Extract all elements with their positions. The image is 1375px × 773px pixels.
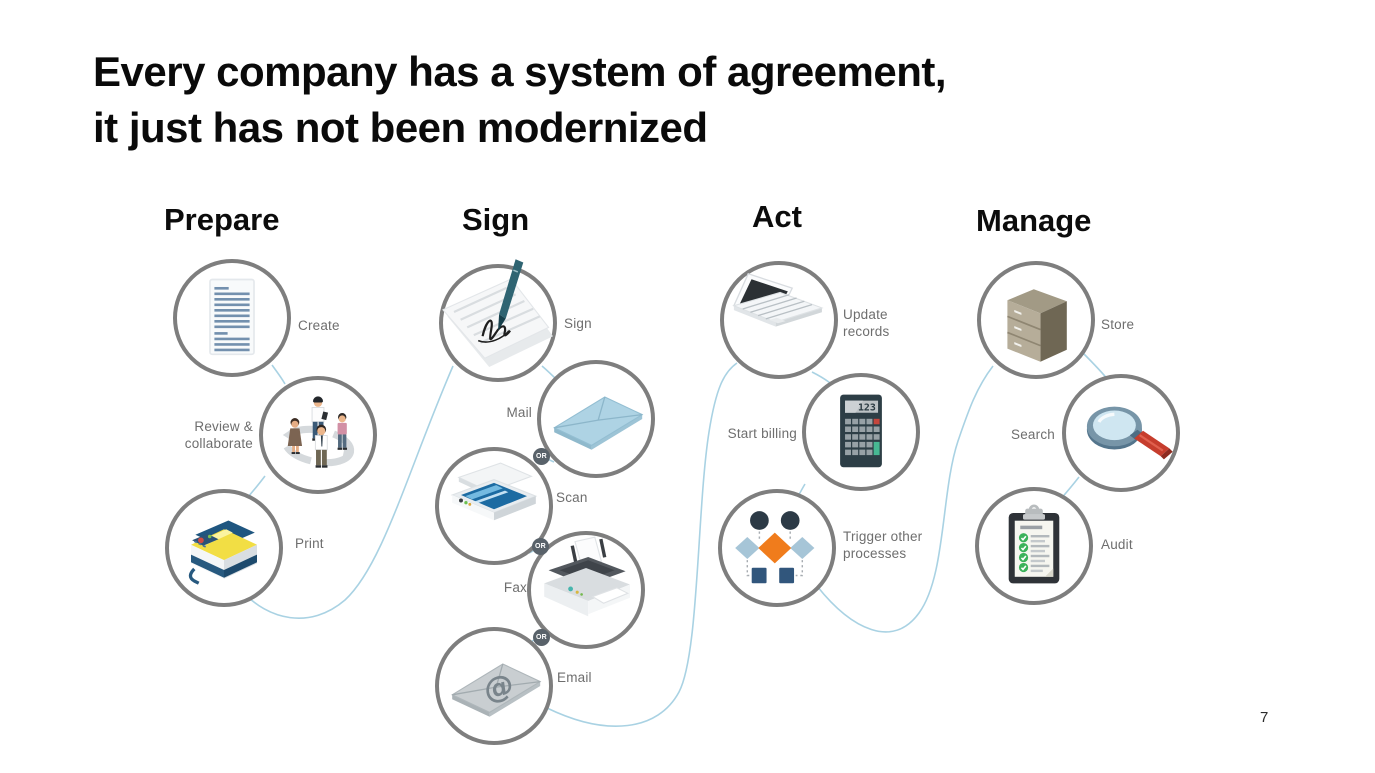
node-scan [435,447,553,565]
node-label-audit: Audit [1101,537,1133,552]
file-cabinet-icon [1007,289,1067,362]
node-sign [439,259,557,382]
node-label-print: Print [295,536,324,551]
node-label-review-collaborate: Review & collaborate [184,419,253,451]
node-update-records [720,261,838,379]
node-label-sign: Sign [564,316,592,331]
node-label-trigger-processes: Trigger other processes [843,529,923,561]
fax-machine-icon [544,536,630,617]
or-badge: OR [532,538,549,555]
magnifier-icon [1086,406,1173,460]
node-start-billing: 123 [802,373,920,491]
node-label-store: Store [1101,317,1135,332]
page-number: 7 [1260,709,1269,726]
scanner-icon [450,462,538,521]
email-envelope-icon: @ [451,663,542,717]
document-icon [209,278,255,356]
node-label-search: Search [1011,427,1055,442]
laptop-icon [732,272,824,327]
printer-copier-icon [188,520,257,585]
node-mail [537,360,655,478]
node-label-create: Create [298,318,340,333]
column-header-sign: Sign [462,202,530,237]
flowchart-icon [735,511,815,584]
node-create [173,259,291,377]
column-header-act: Act [752,199,802,234]
calculator-display: 123 [858,403,876,414]
node-label-scan: Scan [556,490,588,505]
envelope-icon [553,396,644,450]
clipboard-checklist-icon [1008,504,1060,584]
svg-text:@: @ [482,667,516,709]
pen-signature-icon [442,259,553,367]
node-label-fax: Fax [503,580,527,595]
calculator-icon: 123 [840,394,882,468]
node-review-collaborate [259,376,377,494]
node-audit [975,487,1093,605]
node-search [1062,374,1180,492]
node-fax [527,531,645,649]
node-store [977,261,1095,379]
people-collaboration-icon [281,396,355,468]
or-badge: OR [533,629,550,646]
node-label-mail: Mail [506,405,532,420]
column-header-prepare: Prepare [164,202,280,237]
node-label-start-billing: Start billing [727,426,797,441]
column-header-manage: Manage [976,203,1092,238]
node-print [165,489,283,607]
slide-title: Every company has a system of agreement,… [93,44,947,156]
slide-title-line1: Every company has a system of agreement, [93,48,947,95]
or-badge: OR [533,448,550,465]
node-label-update-records: Update records [843,307,890,339]
node-label-email: Email [557,670,592,685]
node-email: @ [435,627,553,745]
node-trigger-processes [718,489,836,607]
slide-title-line2: it just has not been modernized [93,104,708,151]
